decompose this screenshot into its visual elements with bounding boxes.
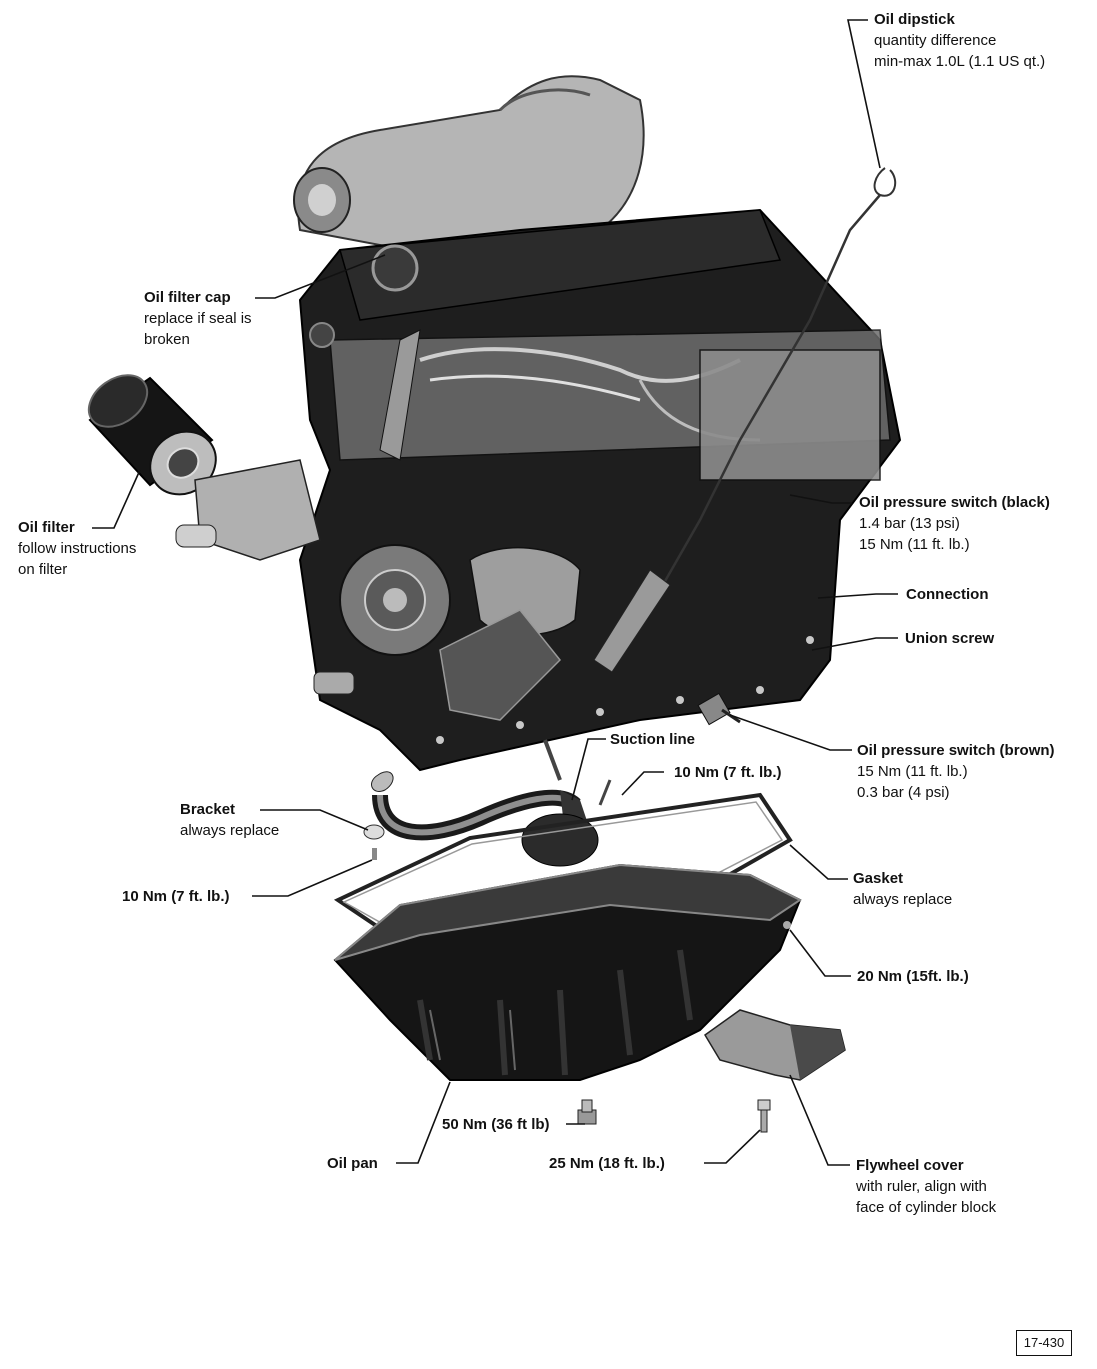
label-title: Gasket <box>853 870 904 887</box>
bracket-part <box>363 824 385 860</box>
label-connection: Connection <box>906 584 989 605</box>
leader-switch-black <box>789 494 852 504</box>
label-oil-pan: Oil pan <box>327 1153 378 1174</box>
label-title: Oil dipstick <box>874 11 955 28</box>
label-line: always replace <box>853 891 953 908</box>
leader-gasket <box>789 844 848 880</box>
flywheel-cover <box>704 1009 846 1081</box>
leader-torque-left <box>252 859 373 897</box>
label-line: with ruler, align with <box>856 1178 987 1195</box>
oil-filter <box>87 374 217 496</box>
leader-flywheel-cover <box>789 1074 850 1166</box>
intake-manifold <box>293 75 645 262</box>
label-title: Oil filter cap <box>144 289 231 306</box>
label-line: 0.3 bar (4 psi) <box>857 784 950 801</box>
label-title: Bracket <box>180 801 236 818</box>
leader-switch-brown <box>729 714 852 751</box>
leader-connection <box>817 593 898 599</box>
label-line: broken <box>144 331 190 348</box>
label-line: 15 Nm (11 ft. lb.) <box>857 763 968 780</box>
label-flywheel-cover: Flywheel cover with ruler, align with fa… <box>856 1155 996 1218</box>
leader-oil-filter <box>92 469 141 529</box>
label-torque-25: 25 Nm (18 ft. lb.) <box>549 1153 665 1174</box>
leader-bracket <box>260 809 369 831</box>
label-oil-dipstick: Oil dipstick quantity difference min-max… <box>874 9 1045 72</box>
leader-union-screw <box>811 637 898 651</box>
label-title: 20 Nm (15ft. lb.) <box>857 968 969 985</box>
label-union-screw: Union screw <box>905 628 994 649</box>
label-oil-pressure-switch-black: Oil pressure switch (black) 1.4 bar (13 … <box>859 492 1050 555</box>
oil-pan <box>333 863 802 1081</box>
label-line: face of cylinder block <box>856 1199 997 1216</box>
label-bracket: Bracket always replace <box>180 799 279 841</box>
drain-plug <box>577 1099 597 1125</box>
label-oil-filter-cap: Oil filter cap replace if seal is broken <box>144 287 252 350</box>
suction-line <box>371 739 612 867</box>
label-title: Suction line <box>610 731 696 748</box>
label-title: Union screw <box>905 630 995 647</box>
label-title: Connection <box>906 586 989 603</box>
oil-filter-bracket <box>175 459 321 561</box>
label-line: replace if seal is <box>144 310 252 327</box>
label-title: Oil pan <box>327 1155 378 1172</box>
label-torque-top: 10 Nm (7 ft. lb.) <box>674 762 782 783</box>
label-line: on filter <box>18 561 68 578</box>
label-torque-50: 50 Nm (36 ft lb) <box>442 1114 550 1135</box>
label-torque-20: 20 Nm (15ft. lb.) <box>857 966 969 987</box>
label-suction-line: Suction line <box>610 729 695 750</box>
label-title: 25 Nm (18 ft. lb.) <box>549 1155 665 1172</box>
label-gasket: Gasket always replace <box>853 868 952 910</box>
label-title: Oil filter <box>18 519 75 536</box>
label-line: min-max 1.0L (1.1 US qt.) <box>874 53 1046 70</box>
label-oil-filter: Oil filter follow instructions on filter <box>18 517 136 580</box>
label-line: quantity difference <box>874 32 997 49</box>
label-torque-left: 10 Nm (7 ft. lb.) <box>122 886 230 907</box>
label-line: follow instructions <box>18 540 137 557</box>
flywheel-bolt <box>757 1099 771 1133</box>
leader-oil-pan <box>396 1081 451 1164</box>
engine-block <box>298 208 902 772</box>
oil-dipstick <box>593 167 897 673</box>
label-line: 1.4 bar (13 psi) <box>859 515 960 532</box>
label-oil-pressure-switch-brown: Oil pressure switch (brown) 15 Nm (11 ft… <box>857 740 1055 803</box>
label-line: always replace <box>180 822 280 839</box>
label-title: Oil pressure switch (black) <box>859 494 1050 511</box>
leader-torque-20 <box>789 929 851 977</box>
leader-oil-filter-cap <box>255 254 386 299</box>
label-title: 10 Nm (7 ft. lb.) <box>674 764 782 781</box>
leader-dipstick <box>847 19 881 169</box>
label-title: 50 Nm (36 ft lb) <box>442 1116 550 1133</box>
label-title: Oil pressure switch (brown) <box>857 742 1055 759</box>
label-title: 10 Nm (7 ft. lb.) <box>122 888 230 905</box>
leader-suction-line <box>571 738 606 801</box>
leader-torque-top <box>621 771 664 796</box>
label-line: 15 Nm (11 ft. lb.) <box>859 536 970 553</box>
leader-torque-25 <box>704 1129 761 1164</box>
figure-number: 17-430 <box>1016 1330 1072 1356</box>
leader-lines <box>92 19 898 1166</box>
label-title: Flywheel cover <box>856 1157 964 1174</box>
